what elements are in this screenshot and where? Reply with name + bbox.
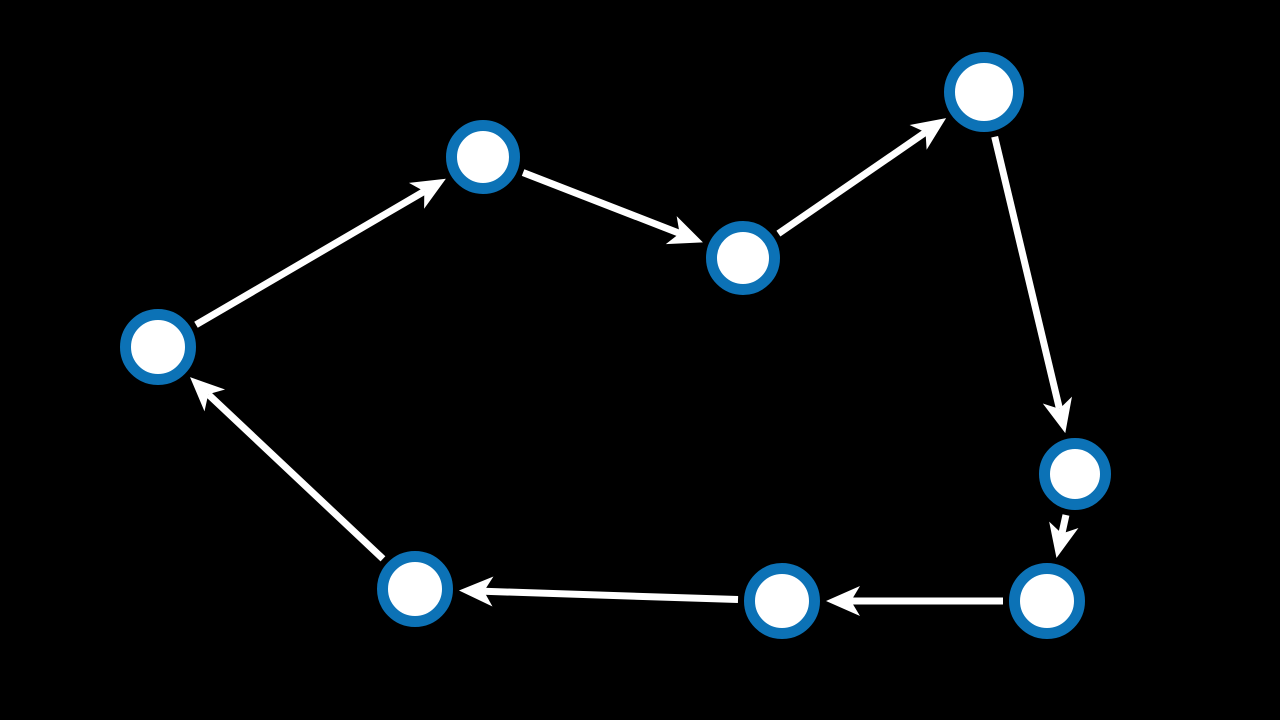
graph-node[interactable] xyxy=(944,52,1024,132)
graph-edge xyxy=(458,576,739,607)
graph-node[interactable] xyxy=(1039,438,1111,510)
nodes-layer xyxy=(120,52,1111,639)
arrowhead-icon xyxy=(1049,521,1079,559)
graph-edge xyxy=(991,135,1072,434)
graph-edge xyxy=(826,586,1003,616)
arrowhead-icon xyxy=(408,178,446,209)
arrowhead-icon xyxy=(826,586,860,616)
arrowhead-icon xyxy=(665,216,703,245)
graph-edge xyxy=(521,169,703,245)
graph-edge xyxy=(194,178,446,328)
arrowhead-icon xyxy=(458,576,494,607)
arrowhead-icon xyxy=(909,118,947,150)
graph-node[interactable] xyxy=(377,551,453,627)
graph-node[interactable] xyxy=(446,120,520,194)
graph-edge xyxy=(190,377,386,562)
edges-layer xyxy=(190,118,1079,616)
graph-edge xyxy=(1049,514,1079,559)
arrowhead-icon xyxy=(1042,396,1072,434)
graph-node[interactable] xyxy=(120,309,196,385)
graph-node[interactable] xyxy=(706,221,780,295)
graph-node[interactable] xyxy=(744,563,820,639)
arrowhead-icon xyxy=(190,377,226,412)
graph-node[interactable] xyxy=(1009,563,1085,639)
graph-edge xyxy=(776,118,947,237)
